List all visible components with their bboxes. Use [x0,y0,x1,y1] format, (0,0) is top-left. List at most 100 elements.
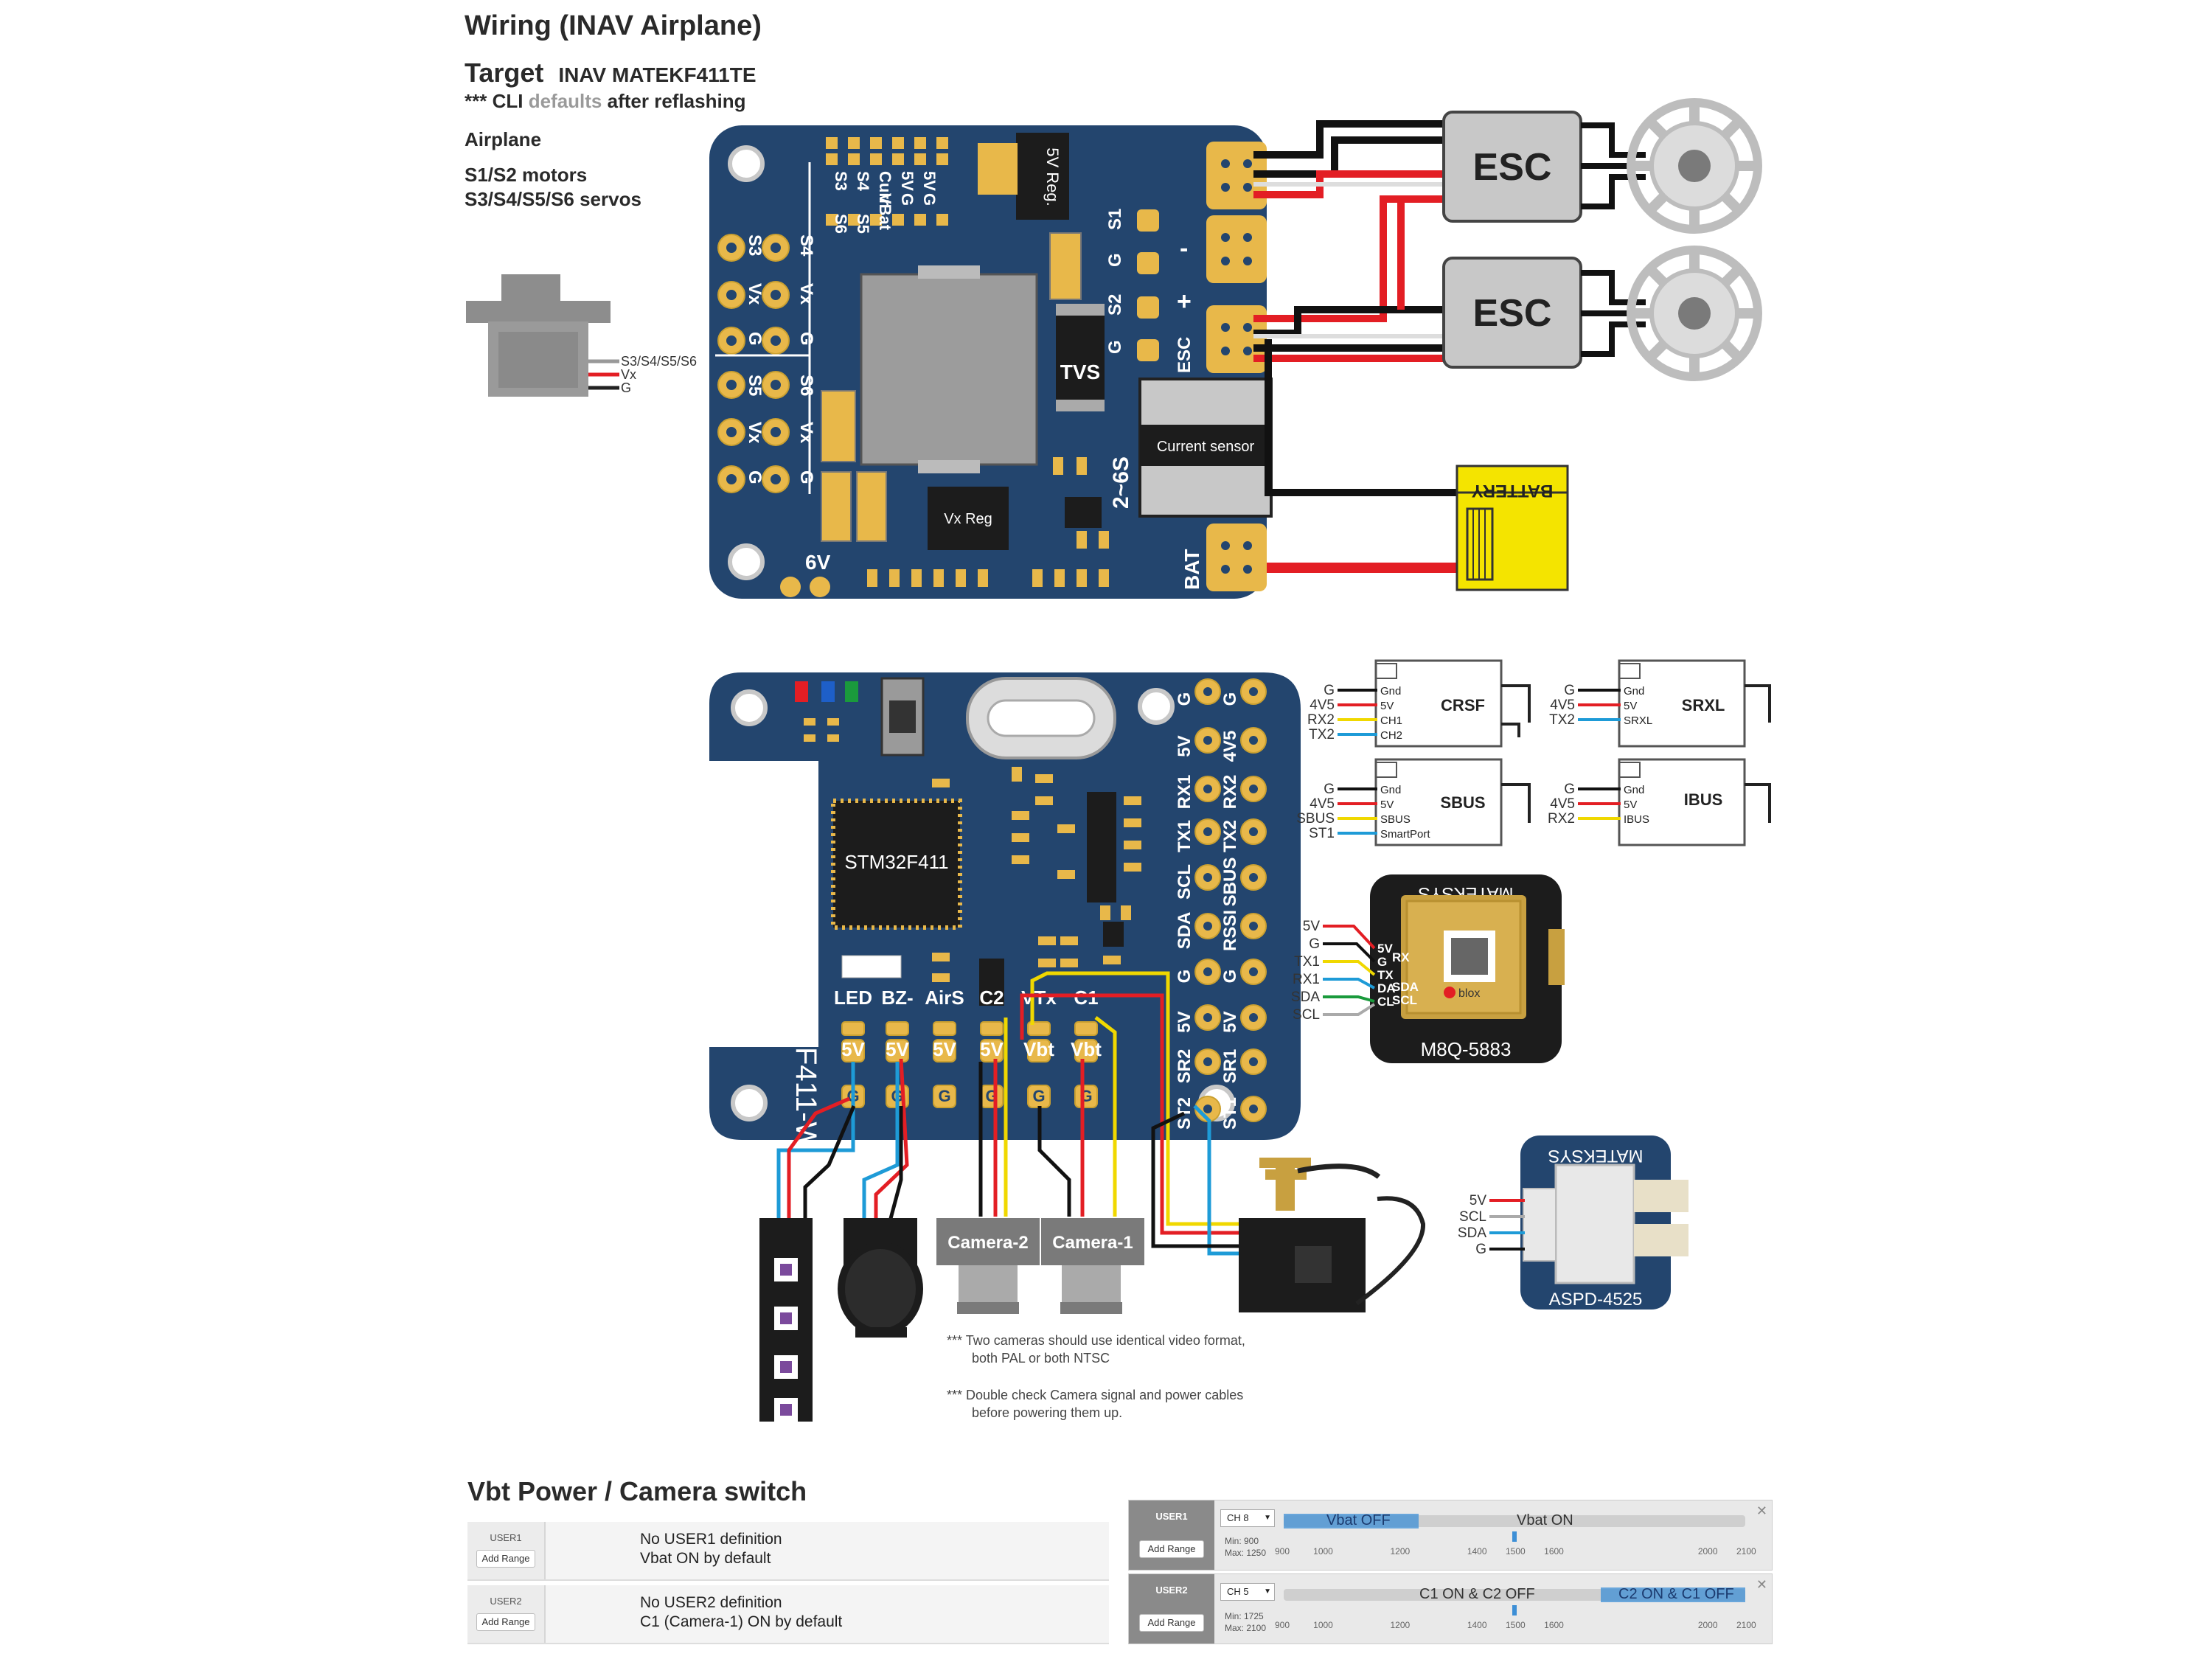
pdb-right-s1: S1 [1105,209,1125,230]
note-line-2: *** Double check Camera signal and power… [947,1388,1243,1402]
airspeed-brand: MATEKSYS [1548,1146,1644,1166]
mode-row-user1-off-label: Vbat OFF [1326,1512,1391,1528]
fc-pad-a-0: G [1175,692,1194,706]
current-sensor-label: Current sensor [1157,439,1255,455]
vbt-row-user1-add-range-button[interactable]: Add Range [476,1550,535,1568]
tick-label: 1600 [1544,1620,1564,1630]
close-icon[interactable]: ✕ [1756,1503,1767,1518]
fc-pad-a-1: 5V [1175,735,1194,757]
vbt-row-user1-line1: No USER1 definition [640,1531,782,1548]
page-title: Wiring (INAV Airplane) [465,10,762,41]
tick-label: 1500 [1506,1546,1526,1557]
receiver-crsf-pin-3: CH2 [1380,729,1402,742]
pdb-esc-label: ESC [1175,337,1194,373]
airspeed-module: MATEKSYS ASPD-4525 [1520,1135,1688,1310]
airspeed-wires [1489,1199,1525,1251]
gps-pin-0: 5V [1377,942,1393,956]
fc-pad-a-7: 5V [1175,1011,1194,1032]
receiver-ibus-name: IBUS [1684,790,1723,809]
tick-label: 2000 [1697,1620,1718,1630]
receiver-crsf-pin-0: Gnd [1380,685,1401,698]
pdb-board: 5V Reg. TVS Current sensor Vx Reg [709,125,1273,599]
mode-row-user2-label-cell: USER2 Add Range [1129,1574,1214,1644]
vbt-row-user2-add-range-button[interactable]: Add Range [476,1613,535,1631]
receiver-crsf-pin-1: 5V [1380,700,1394,712]
gps-pin-sda: SDA [1392,980,1419,994]
mode-row-user1-channel-select[interactable]: CH 8 ▼ [1220,1509,1275,1527]
tick-label: 1000 [1313,1546,1333,1557]
cli-highlight: defaults [528,90,602,112]
pdb-left-s3: S3 [745,234,765,256]
receiver-sbus-pin-2: SBUS [1380,813,1411,826]
fc-bottom-mid-0: 5V [841,1038,865,1060]
note-line-3: before powering them up. [972,1405,1122,1420]
esc-2: ESC [1442,257,1582,369]
pdb-right-g-a: G [1105,253,1125,267]
gps-wire-3: RX1 [1293,972,1320,987]
pdb-right-s2: S2 [1105,294,1125,316]
tick-label: 1600 [1544,1546,1564,1557]
gps-wires [1323,925,1376,1016]
mode-row-user2-min: Min: 1725 [1225,1611,1264,1621]
pdb-top-pad-vbat: VBat [876,193,894,231]
pdb-left-g-b: G [796,332,816,346]
note-line-0: *** Two cameras should use identical vid… [947,1333,1245,1348]
gps-pin-5: CL [1377,995,1394,1009]
mode-row-user1-range[interactable] [1284,1514,1419,1528]
fc-bottom-g-2: G [938,1087,950,1105]
fc-pad-b-5: RSSI [1220,910,1240,951]
servo-icon [466,274,619,397]
pdb-left-vx-d: Vx [796,422,816,444]
servo-wire-g: G [621,380,631,395]
pdb-left-vx-b: Vx [796,283,816,305]
pdb-esc-minus: - [1180,234,1188,262]
vbt-row-user1: USER1 Add Range No USER1 definition Vbat… [467,1522,1109,1581]
motor-wires [1581,122,1646,357]
mode-row-user1-min: Min: 900 [1225,1536,1259,1546]
airspeed-wire-1: SCL [1459,1209,1486,1225]
fc-pad-b-2: RX2 [1220,775,1240,810]
mode-row-user1-add-range-button[interactable]: Add Range [1139,1540,1204,1558]
receiver-sbus-pin-3: SmartPort [1380,828,1430,841]
airspeed-wire-0: 5V [1470,1193,1487,1208]
cli-suffix: after reflashing [607,90,746,112]
vx-reg-label: Vx Reg [944,511,992,527]
tick-label: 1200 [1390,1620,1411,1630]
receiver-sbus-wire-3: ST1 [1309,826,1335,841]
pdb-top-pad-curr: Curr [876,171,894,206]
receiver-crsf-name: CRSF [1441,696,1485,714]
motor-1-icon [1627,98,1762,234]
mode-row-user1-on-label: Vbat ON [1517,1512,1573,1528]
pdb-top-pad-g-a: G [898,193,917,206]
vbt-row-user2: USER2 Add Range No USER2 definition C1 (… [467,1585,1109,1644]
gps-wire-2: TX1 [1294,954,1320,970]
receiver-ibus-wire-0: G [1564,782,1575,797]
close-icon[interactable]: ✕ [1756,1577,1767,1592]
fc-pad-b-6: G [1220,970,1240,984]
mode-row-user2-add-range-button[interactable]: Add Range [1139,1614,1204,1632]
receiver-sbus-wire-2: SBUS [1296,811,1335,827]
tick-label: 1400 [1467,1620,1487,1630]
receiver-crsf-wire-1: 4V5 [1310,698,1335,713]
mode-row-user2-channel: CH 5 [1227,1586,1249,1597]
fc-bottom-mid-2: 5V [933,1038,956,1060]
mode-row-user2-marker [1512,1605,1517,1615]
receiver-crsf: CRSF Gnd 5V CH1 CH2 G 4V5 RX2 TX2 [1307,659,1531,748]
mode-row-user2: USER2 Add Range CH 5 ▼ Min: 1725 Max: 21… [1128,1573,1773,1644]
fc-lower-wires [776,971,1239,1256]
fc-bottom-mid-5: Vbt [1071,1038,1102,1060]
motors-label: S1/S2 motors [465,164,588,186]
mode-row-user2-channel-select[interactable]: CH 5 ▼ [1220,1583,1275,1601]
pdb-left-g-c: G [745,470,765,484]
vbt-row-user2-line2: C1 (Camera-1) ON by default [640,1613,843,1630]
mode-row-user1-marker [1512,1531,1517,1542]
wiring-diagram: S3/S4/S5/S6 Vx G 5V Reg. TVS Current sen… [466,98,1771,1422]
gps-pin-scl: SCL [1392,993,1417,1007]
pdb-top-pad-5v-a: 5V [898,171,917,191]
note-line-1: both PAL or both NTSC [972,1351,1110,1366]
fc-bottom-airs: AirS [925,987,964,1009]
receiver-srxl-wire-1: 4V5 [1550,698,1575,713]
mode-row-user2-range[interactable] [1601,1587,1745,1602]
pdb-top-pad-s6: S6 [832,214,850,234]
mode-row-user1-label: USER1 [1155,1511,1188,1522]
